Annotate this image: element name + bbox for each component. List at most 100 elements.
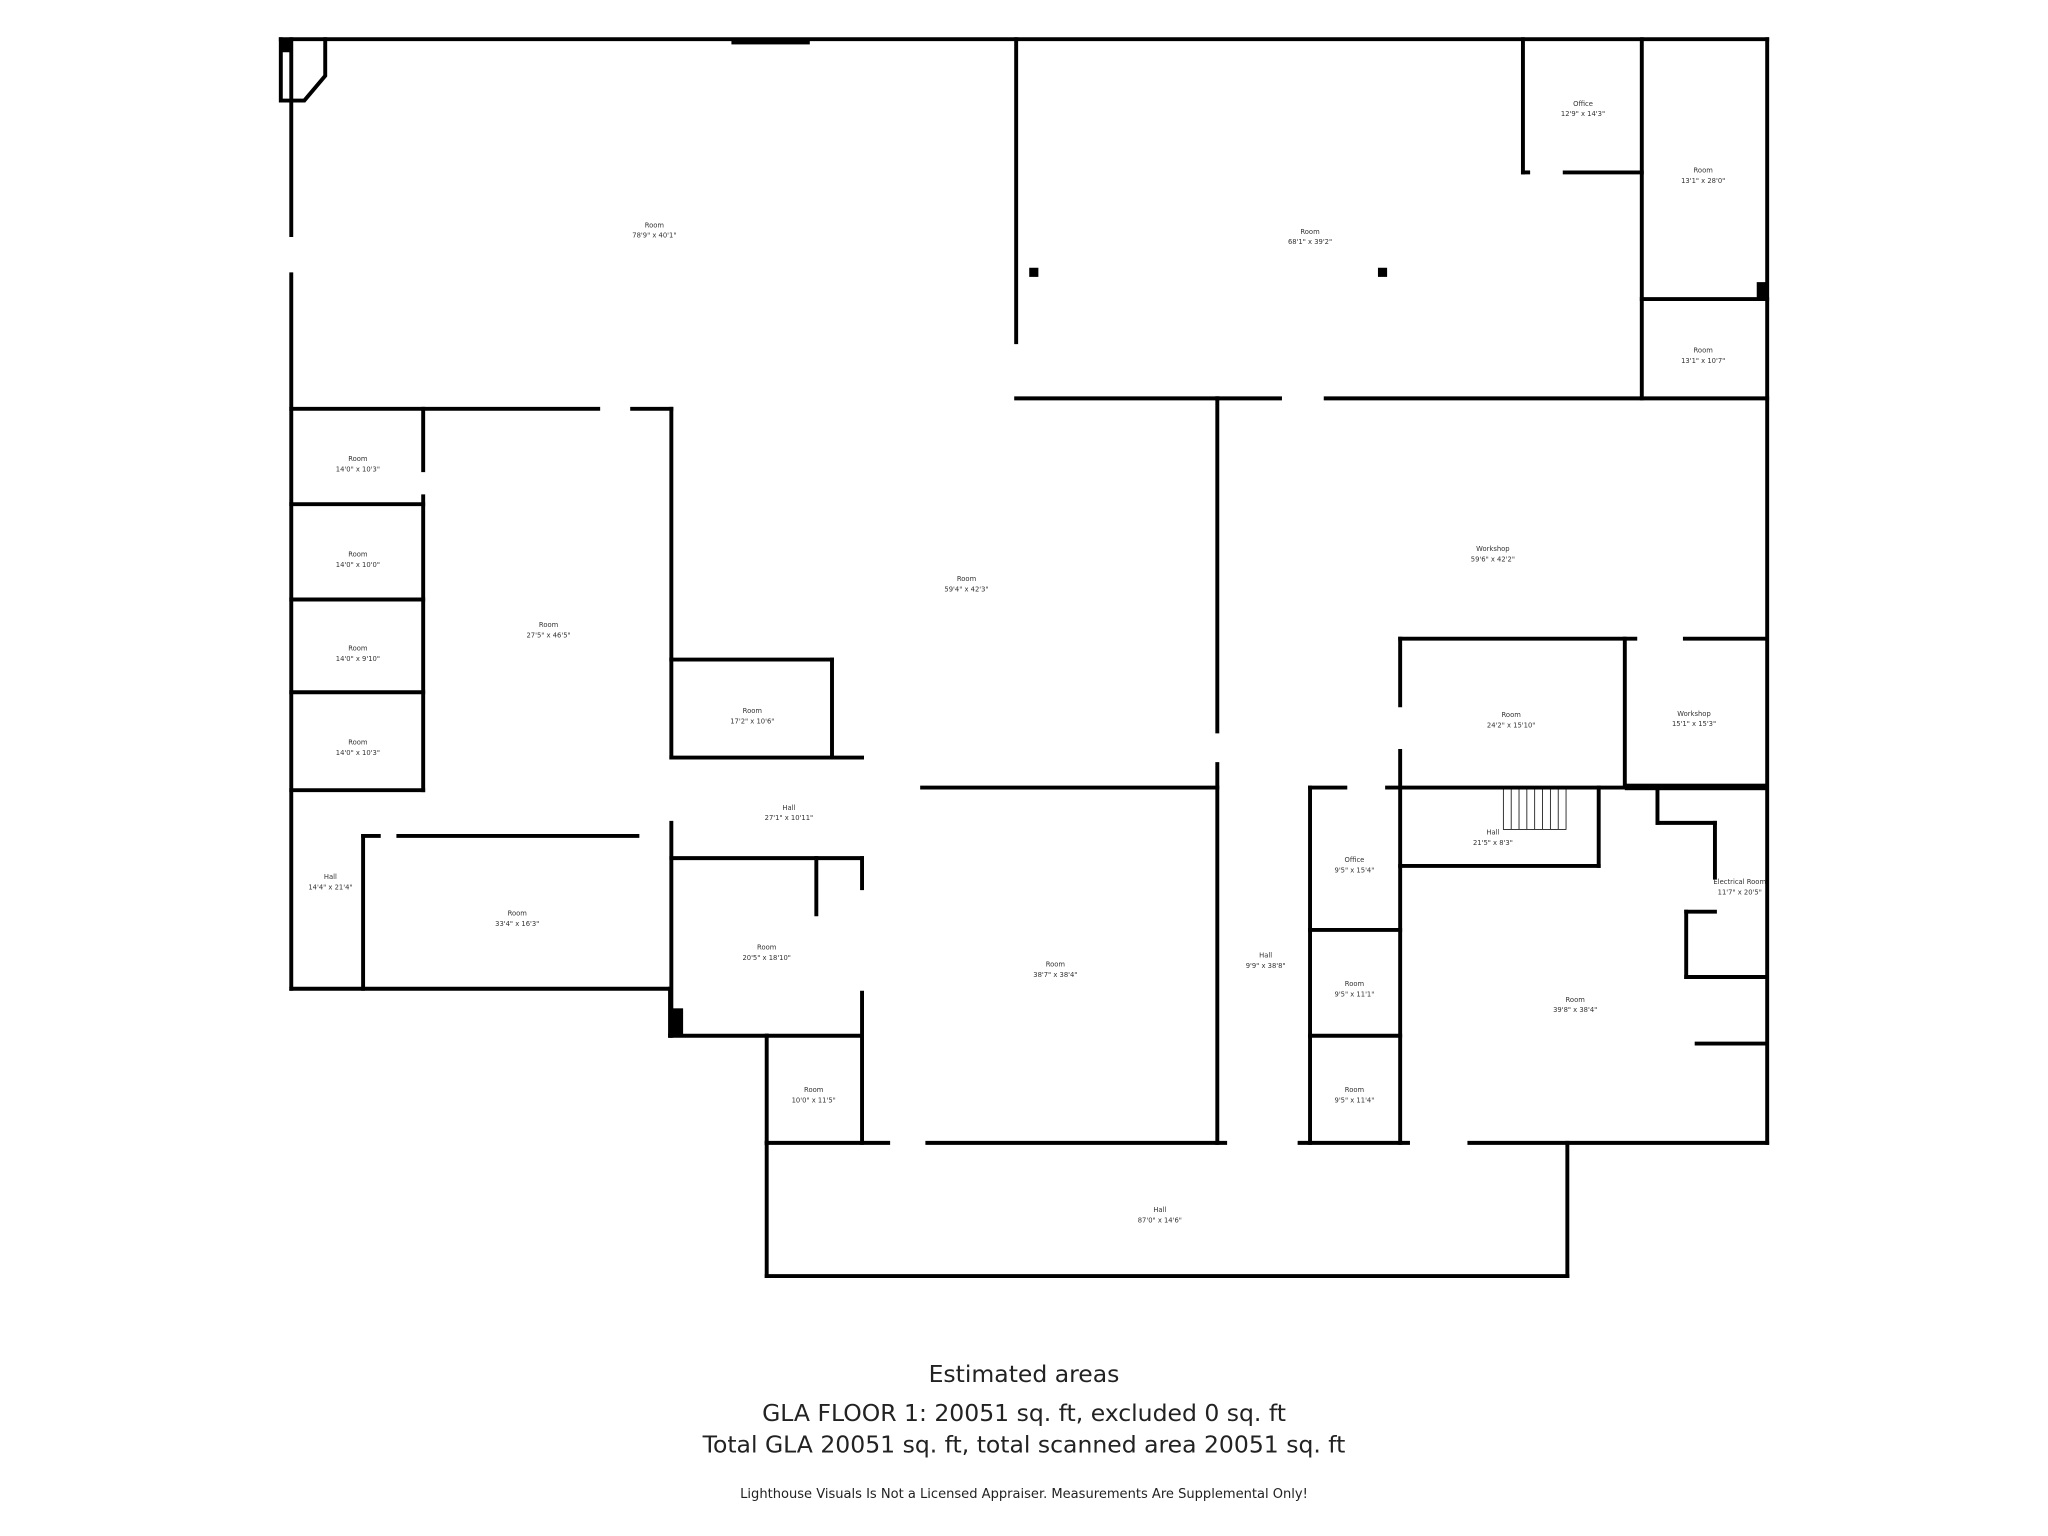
column	[1624, 783, 1766, 791]
room-dimensions: 9'5" x 15'4"	[1335, 866, 1375, 874]
room-dimensions: 15'1" x 15'3"	[1672, 720, 1716, 728]
room-dimensions: 14'0" x 10'3"	[336, 466, 380, 474]
walls	[278, 37, 1770, 1279]
room-dimensions: 9'9" x 38'8"	[1246, 962, 1286, 970]
room-label: Hall 14'4" x 21'4"	[308, 873, 352, 891]
room-label: Hall 87'0" x 14'6"	[1138, 1206, 1182, 1224]
room-dimensions: 20'5" x 18'10"	[742, 954, 791, 962]
room-name: Room	[1300, 228, 1320, 236]
room-label: Room 14'0" x 10'0"	[336, 550, 380, 568]
total-area-line: Total GLA 20051 sq. ft, total scanned ar…	[702, 1430, 1346, 1458]
room-dimensions: 59'6" x 42'2"	[1471, 556, 1515, 564]
room-dimensions: 11'7" x 20'5"	[1718, 889, 1762, 897]
room-dimensions: 10'0" x 11'5"	[792, 1096, 836, 1104]
room-dimensions: 9'5" x 11'1"	[1335, 991, 1375, 999]
room-label: Office 9'5" x 15'4"	[1335, 856, 1375, 874]
room-name: Electrical Room	[1713, 878, 1766, 886]
room-label: Room 10'0" x 11'5"	[792, 1086, 836, 1104]
room-label: Office 12'9" x 14'3"	[1561, 100, 1605, 118]
room-name: Hall	[1153, 1206, 1166, 1214]
summary-heading: Estimated areas	[929, 1360, 1120, 1388]
room-dimensions: 27'1" x 10'11"	[765, 814, 814, 822]
room-dimensions: 14'0" x 10'3"	[336, 749, 380, 757]
room-name: Room	[757, 944, 777, 952]
room-dimensions: 68'1" x 39'2"	[1288, 238, 1332, 246]
room-label: Room 14'0" x 10'3"	[336, 455, 380, 473]
room-name: Room	[508, 910, 528, 918]
wall	[278, 37, 328, 103]
room-name: Room	[1046, 961, 1066, 969]
room-name: Room	[645, 221, 665, 229]
room-dimensions: 59'4" x 42'3"	[944, 586, 988, 594]
disclaimer: Lighthouse Visuals Is Not a Licensed App…	[740, 1487, 1308, 1502]
room-dimensions: 39'8" x 38'4"	[1553, 1006, 1597, 1014]
room-label: Room 39'8" x 38'4"	[1553, 996, 1597, 1014]
room-dimensions: 21'5" x 8'3"	[1473, 839, 1513, 847]
room-dimensions: 12'9" x 14'3"	[1561, 110, 1605, 118]
room-name: Room	[1694, 347, 1714, 355]
room-name: Workshop	[1677, 710, 1710, 718]
room-label: Room 68'1" x 39'2"	[1288, 228, 1332, 246]
room-name: Hall	[782, 804, 795, 812]
room-label: Room 78'9" x 40'1"	[632, 221, 676, 239]
room-label: Room 20'5" x 18'10"	[742, 944, 791, 962]
column	[1756, 282, 1768, 300]
room-name: Room	[348, 644, 368, 652]
room-dimensions: 9'5" x 11'4"	[1335, 1096, 1375, 1104]
column	[670, 1008, 684, 1036]
room-name: Room	[348, 550, 368, 558]
room-dimensions: 13'1" x 10'7"	[1681, 357, 1725, 365]
room-name: Room	[348, 455, 368, 463]
room-name: Workshop	[1476, 545, 1509, 553]
room-name: Hall	[1486, 829, 1499, 837]
room-name: Room	[957, 575, 977, 583]
room-label: Room 17'2" x 10'6"	[730, 707, 774, 725]
room-name: Room	[804, 1086, 824, 1094]
room-label: Room 13'1" x 10'7"	[1681, 347, 1725, 365]
room-name: Office	[1345, 856, 1365, 864]
room-name: Hall	[1259, 951, 1272, 959]
room-name: Office	[1573, 100, 1593, 108]
room-label: Electrical Room 11'7" x 20'5"	[1713, 878, 1766, 896]
room-dimensions: 14'0" x 9'10"	[336, 655, 380, 663]
room-label: Workshop 59'6" x 42'2"	[1471, 545, 1515, 563]
room-name: Room	[743, 707, 763, 715]
column	[1029, 267, 1039, 277]
room-name: Room	[1566, 996, 1586, 1004]
room-dimensions: 33'4" x 16'3"	[495, 920, 539, 928]
room-label: Room 14'0" x 9'10"	[336, 644, 380, 662]
room-label: Room 24'2" x 15'10"	[1487, 711, 1536, 729]
room-label: Room 33'4" x 16'3"	[495, 910, 539, 928]
room-dimensions: 24'2" x 15'10"	[1487, 722, 1536, 730]
room-name: Room	[1502, 711, 1522, 719]
room-label: Room 14'0" x 10'3"	[336, 738, 380, 756]
room-label: Room 9'5" x 11'1"	[1335, 980, 1375, 998]
room-dimensions: 87'0" x 14'6"	[1138, 1217, 1182, 1225]
room-label: Room 59'4" x 42'3"	[944, 575, 988, 593]
room-labels: Room 78'9" x 40'1" Room 68'1" x 39'2" Office…	[308, 100, 1766, 1225]
room-name: Room	[348, 738, 368, 746]
column	[280, 39, 292, 53]
room-name: Room	[1345, 980, 1365, 988]
room-label: Hall 27'1" x 10'11"	[765, 804, 814, 822]
room-dimensions: 27'5" x 46'5"	[526, 631, 570, 639]
room-label: Room 13'1" x 28'0"	[1681, 166, 1725, 184]
room-label: Workshop 15'1" x 15'3"	[1672, 710, 1716, 728]
room-dimensions: 14'0" x 10'0"	[336, 561, 380, 569]
room-name: Room	[1694, 166, 1714, 174]
room-label: Hall 9'9" x 38'8"	[1246, 951, 1286, 969]
room-dimensions: 14'4" x 21'4"	[308, 883, 352, 891]
room-name: Hall	[324, 873, 337, 881]
room-dimensions: 13'1" x 28'0"	[1681, 177, 1725, 185]
area-summary: Estimated areas GLA FLOOR 1: 20051 sq. f…	[702, 1360, 1346, 1502]
room-label: Hall 21'5" x 8'3"	[1473, 829, 1513, 847]
floor-area-line: GLA FLOOR 1: 20051 sq. ft, excluded 0 sq…	[762, 1399, 1286, 1427]
column	[731, 39, 810, 45]
room-dimensions: 17'2" x 10'6"	[730, 718, 774, 726]
column	[1377, 267, 1388, 277]
room-dimensions: 78'9" x 40'1"	[632, 232, 676, 240]
